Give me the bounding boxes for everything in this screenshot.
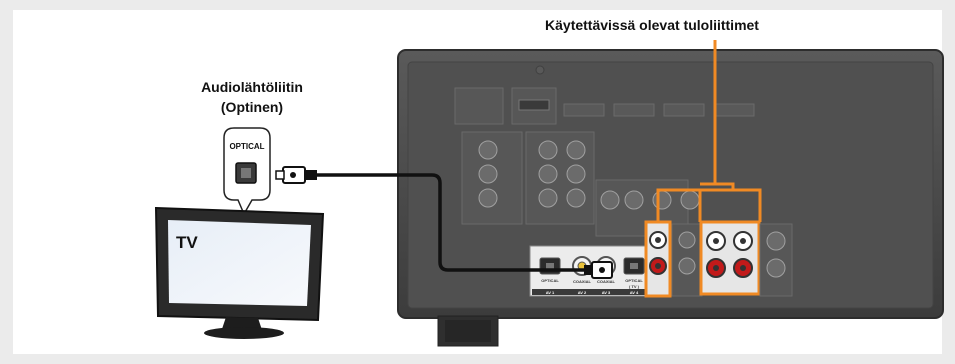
hdmi-port-out — [518, 99, 550, 111]
analog-jack-1 — [678, 231, 696, 249]
component2-jack-2b — [566, 164, 586, 184]
bracket-right-drop — [700, 182, 735, 190]
component2-jack-1b — [566, 140, 586, 160]
receiver-screw — [535, 65, 545, 75]
rca-pair-av5-av6-highlight — [699, 220, 761, 296]
av1-label: AV 1 — [546, 290, 555, 295]
hdmi-port-4 — [713, 103, 755, 117]
coaxial-1-label: COAXIAL — [573, 279, 592, 284]
rca-av4-red-inner — [655, 263, 661, 269]
optical-1-label: OPTICAL — [541, 278, 559, 283]
cable-plug-left-dot — [290, 172, 296, 178]
cable-plug-left-boot — [305, 170, 317, 180]
rca-av4-white-inner — [655, 237, 661, 243]
hdmi-row — [454, 87, 755, 125]
coaxial-2-label: COAXIAL — [597, 279, 616, 284]
optical-callout: OPTICAL — [223, 127, 271, 216]
av4-label: AV 4 — [630, 290, 639, 295]
inputs-title: Käytettävissä olevat tuloliittimet — [545, 17, 759, 33]
optical-2-label: OPTICAL — [625, 278, 643, 283]
tv-stand-neck — [222, 317, 262, 330]
cable-line — [316, 173, 592, 272]
optical-cable — [275, 166, 613, 279]
av3-label: AV 3 — [602, 290, 611, 295]
audio-out-jack-1 — [766, 231, 786, 251]
tv-label: TV — [176, 233, 198, 252]
hdmi-port-2 — [613, 103, 655, 117]
tv-output-label-line1: Audiolähtöliitin — [201, 79, 303, 95]
bracket-left — [656, 188, 762, 222]
callout-optical-label: OPTICAL — [229, 142, 264, 151]
optical-jack-av4 — [623, 257, 645, 275]
cable-plug-right-dot — [599, 267, 605, 273]
rca-av5-white-inner — [713, 238, 719, 244]
rca-av6-red-inner — [740, 265, 746, 271]
video-jack-1 — [600, 190, 620, 210]
optical-tv-label: ( TV ) — [629, 284, 640, 289]
hdmi-port-1 — [563, 103, 605, 117]
tv-stand-base — [204, 327, 284, 339]
rca-av5-red-inner — [713, 265, 719, 271]
component-jack-pr — [478, 140, 498, 160]
input-highlight-bracket — [656, 40, 762, 222]
television: TV — [154, 206, 325, 339]
analog-jack-2 — [678, 257, 696, 275]
hdmi-block-1 — [454, 87, 504, 125]
callout-optical-port-inner — [241, 168, 251, 178]
video-jack-4 — [680, 190, 700, 210]
av-receiver: OPTICAL COAXIAL COAXIAL OPTICAL ( TV ) A… — [397, 49, 944, 347]
tv-output-label-line2: (Optinen) — [221, 99, 283, 115]
component-jack-pb — [478, 164, 498, 184]
component2-jack-2a — [538, 164, 558, 184]
rca-av6-white-inner — [740, 238, 746, 244]
video-jack-2 — [624, 190, 644, 210]
receiver-foot-shade — [445, 320, 491, 342]
tv-screen — [168, 220, 311, 306]
component2-jack-3b — [566, 188, 586, 208]
component2-jack-3a — [538, 188, 558, 208]
hdmi-port-3 — [663, 103, 705, 117]
cable-plug-right-boot — [584, 265, 594, 275]
av2-label: AV 2 — [578, 290, 587, 295]
component2-jack-1a — [538, 140, 558, 160]
av-label-bar — [532, 289, 668, 295]
video-jack-3 — [652, 190, 672, 210]
cable-plug-left-tip — [275, 170, 285, 180]
component-jack-y — [478, 188, 498, 208]
audio-out-jack-2 — [766, 258, 786, 278]
